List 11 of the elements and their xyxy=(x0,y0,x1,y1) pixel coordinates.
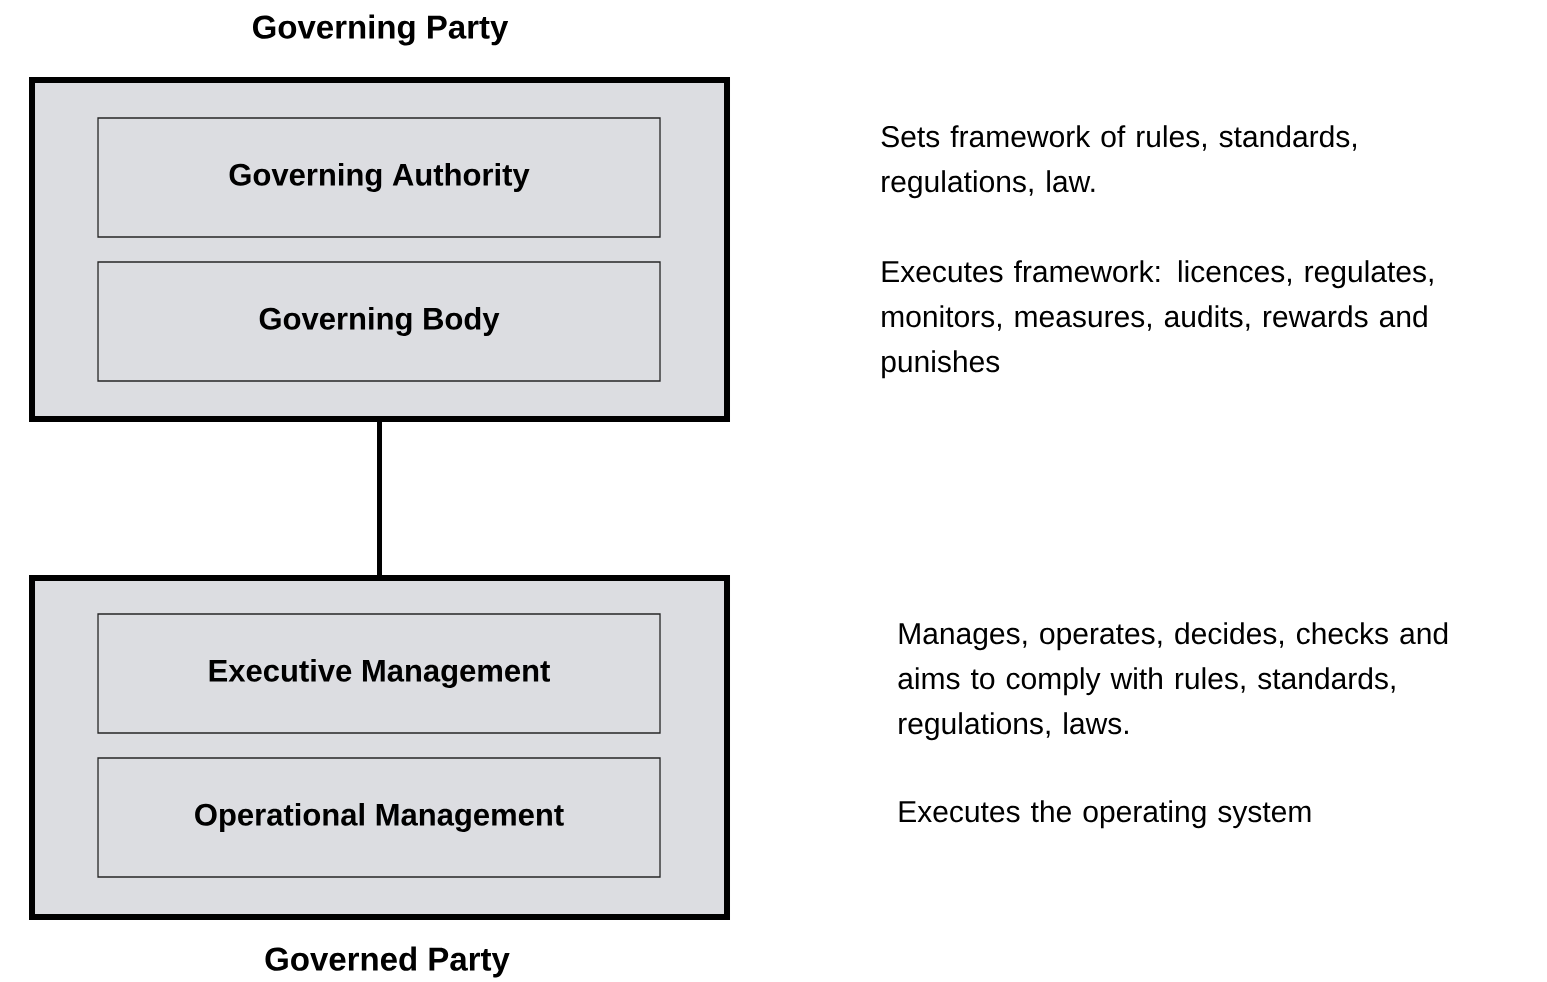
description-text: Manages, operates, decides, checks and aims to comply with rules, standards, regulations, laws. xyxy=(898,622,1448,741)
group-heading: Governed Party xyxy=(265,946,510,978)
description-text: Sets framework of rules, standards, regulations, law. xyxy=(881,125,1356,199)
process-box: Operational Management xyxy=(97,757,661,878)
connector-line xyxy=(377,422,382,575)
process-box: Executive Management xyxy=(97,613,661,734)
description-text: Executes the operating system xyxy=(899,800,1311,829)
description-text: Executes framework: licences, regulates, monitors, measures, audits, rewards and punishes xyxy=(882,260,1433,379)
group-heading: Governing Party xyxy=(253,14,509,46)
process-box: Governing Authority xyxy=(97,117,661,238)
process-box: Governing Body xyxy=(97,261,661,382)
